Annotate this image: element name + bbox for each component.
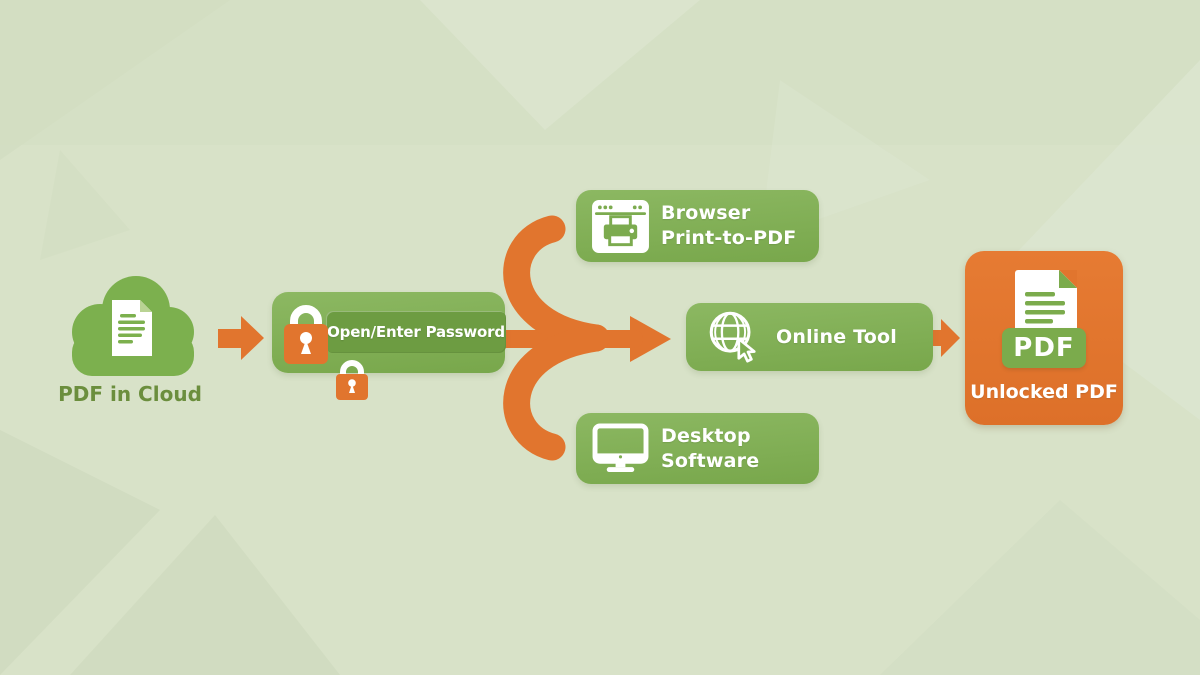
- password-label: Open/Enter Password: [326, 311, 506, 353]
- flow-arrow-small-icon: [920, 319, 960, 357]
- option-online-label: Online Tool: [776, 325, 897, 348]
- fork-arrowhead-icon: [630, 316, 671, 362]
- padlock-icon: [284, 305, 328, 364]
- option-online: Online Tool: [686, 303, 933, 371]
- option-browser-label: Browser Print-to-PDF: [661, 202, 797, 249]
- result-label: Unlocked PDF: [970, 381, 1118, 403]
- globe-cursor-icon: [704, 307, 762, 367]
- flow-arrow-icon: [218, 316, 264, 360]
- result-box: PDF Unlocked PDF: [965, 251, 1123, 425]
- pdf-badge: PDF: [1002, 328, 1086, 368]
- browser-print-icon: [592, 199, 649, 253]
- cloud-document-icon: [72, 276, 194, 376]
- option-browser: Browser Print-to-PDF: [576, 190, 819, 262]
- option-desktop-label: Desktop Software: [661, 424, 760, 472]
- option-desktop: Desktop Software: [576, 413, 819, 484]
- small-padlock-icon: [336, 360, 368, 400]
- desktop-monitor-icon: [592, 423, 649, 474]
- source-label: PDF in Cloud: [58, 382, 202, 406]
